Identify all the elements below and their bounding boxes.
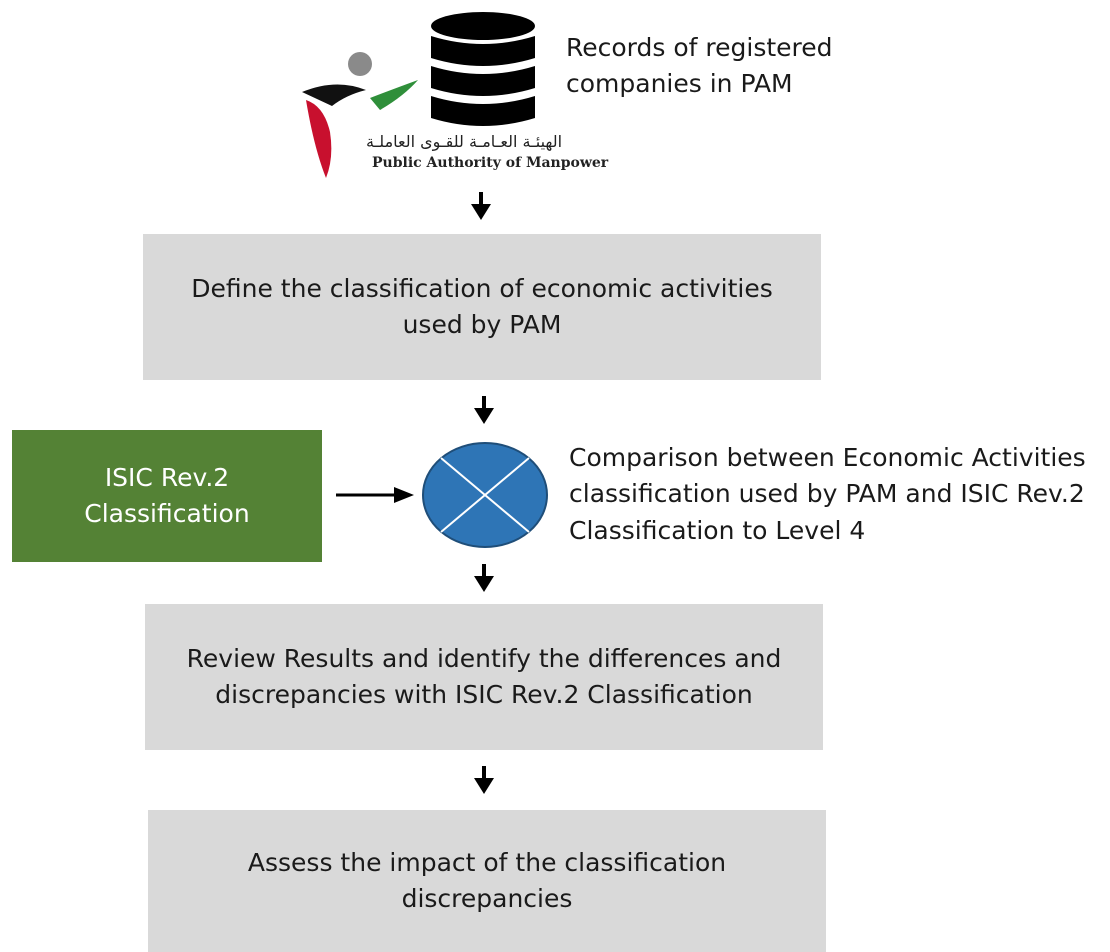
pam-logo-arabic-text: الهيئـة العـامـة للقـوى العاملـة (366, 132, 563, 151)
pam-logo: الهيئـة العـامـة للقـوى العاملـة Public … (296, 40, 608, 190)
arrow-right-icon (336, 487, 414, 503)
arrow-down-icon (471, 192, 491, 220)
database-icon (431, 12, 535, 126)
step-review-label: Review Results and identify the differen… (186, 643, 782, 709)
step-review-results: Review Results and identify the differen… (145, 604, 823, 750)
arrow-down-icon (474, 564, 494, 592)
step-define-label: Define the classification of economic ac… (191, 273, 773, 339)
step-assess-label: Assess the impact of the classification … (247, 847, 727, 913)
source-records-label: Records of registered companies in PAM (566, 33, 833, 99)
step-assess-impact: Assess the impact of the classification … (148, 810, 826, 952)
isic-classification-box: ISIC Rev.2 Classification (12, 430, 322, 562)
comparison-circle-icon (422, 442, 548, 548)
isic-classification-label: ISIC Rev.2 Classification (84, 462, 250, 528)
step-define-classification: Define the classification of economic ac… (143, 234, 821, 380)
comparison-label: Comparison between Economic Activities c… (569, 443, 1086, 545)
arrow-down-icon (474, 766, 494, 794)
pam-logo-english-text: Public Authority of Manpower (372, 155, 609, 171)
pam-logo-emblem-icon (302, 52, 418, 178)
arrow-down-icon (474, 396, 494, 424)
